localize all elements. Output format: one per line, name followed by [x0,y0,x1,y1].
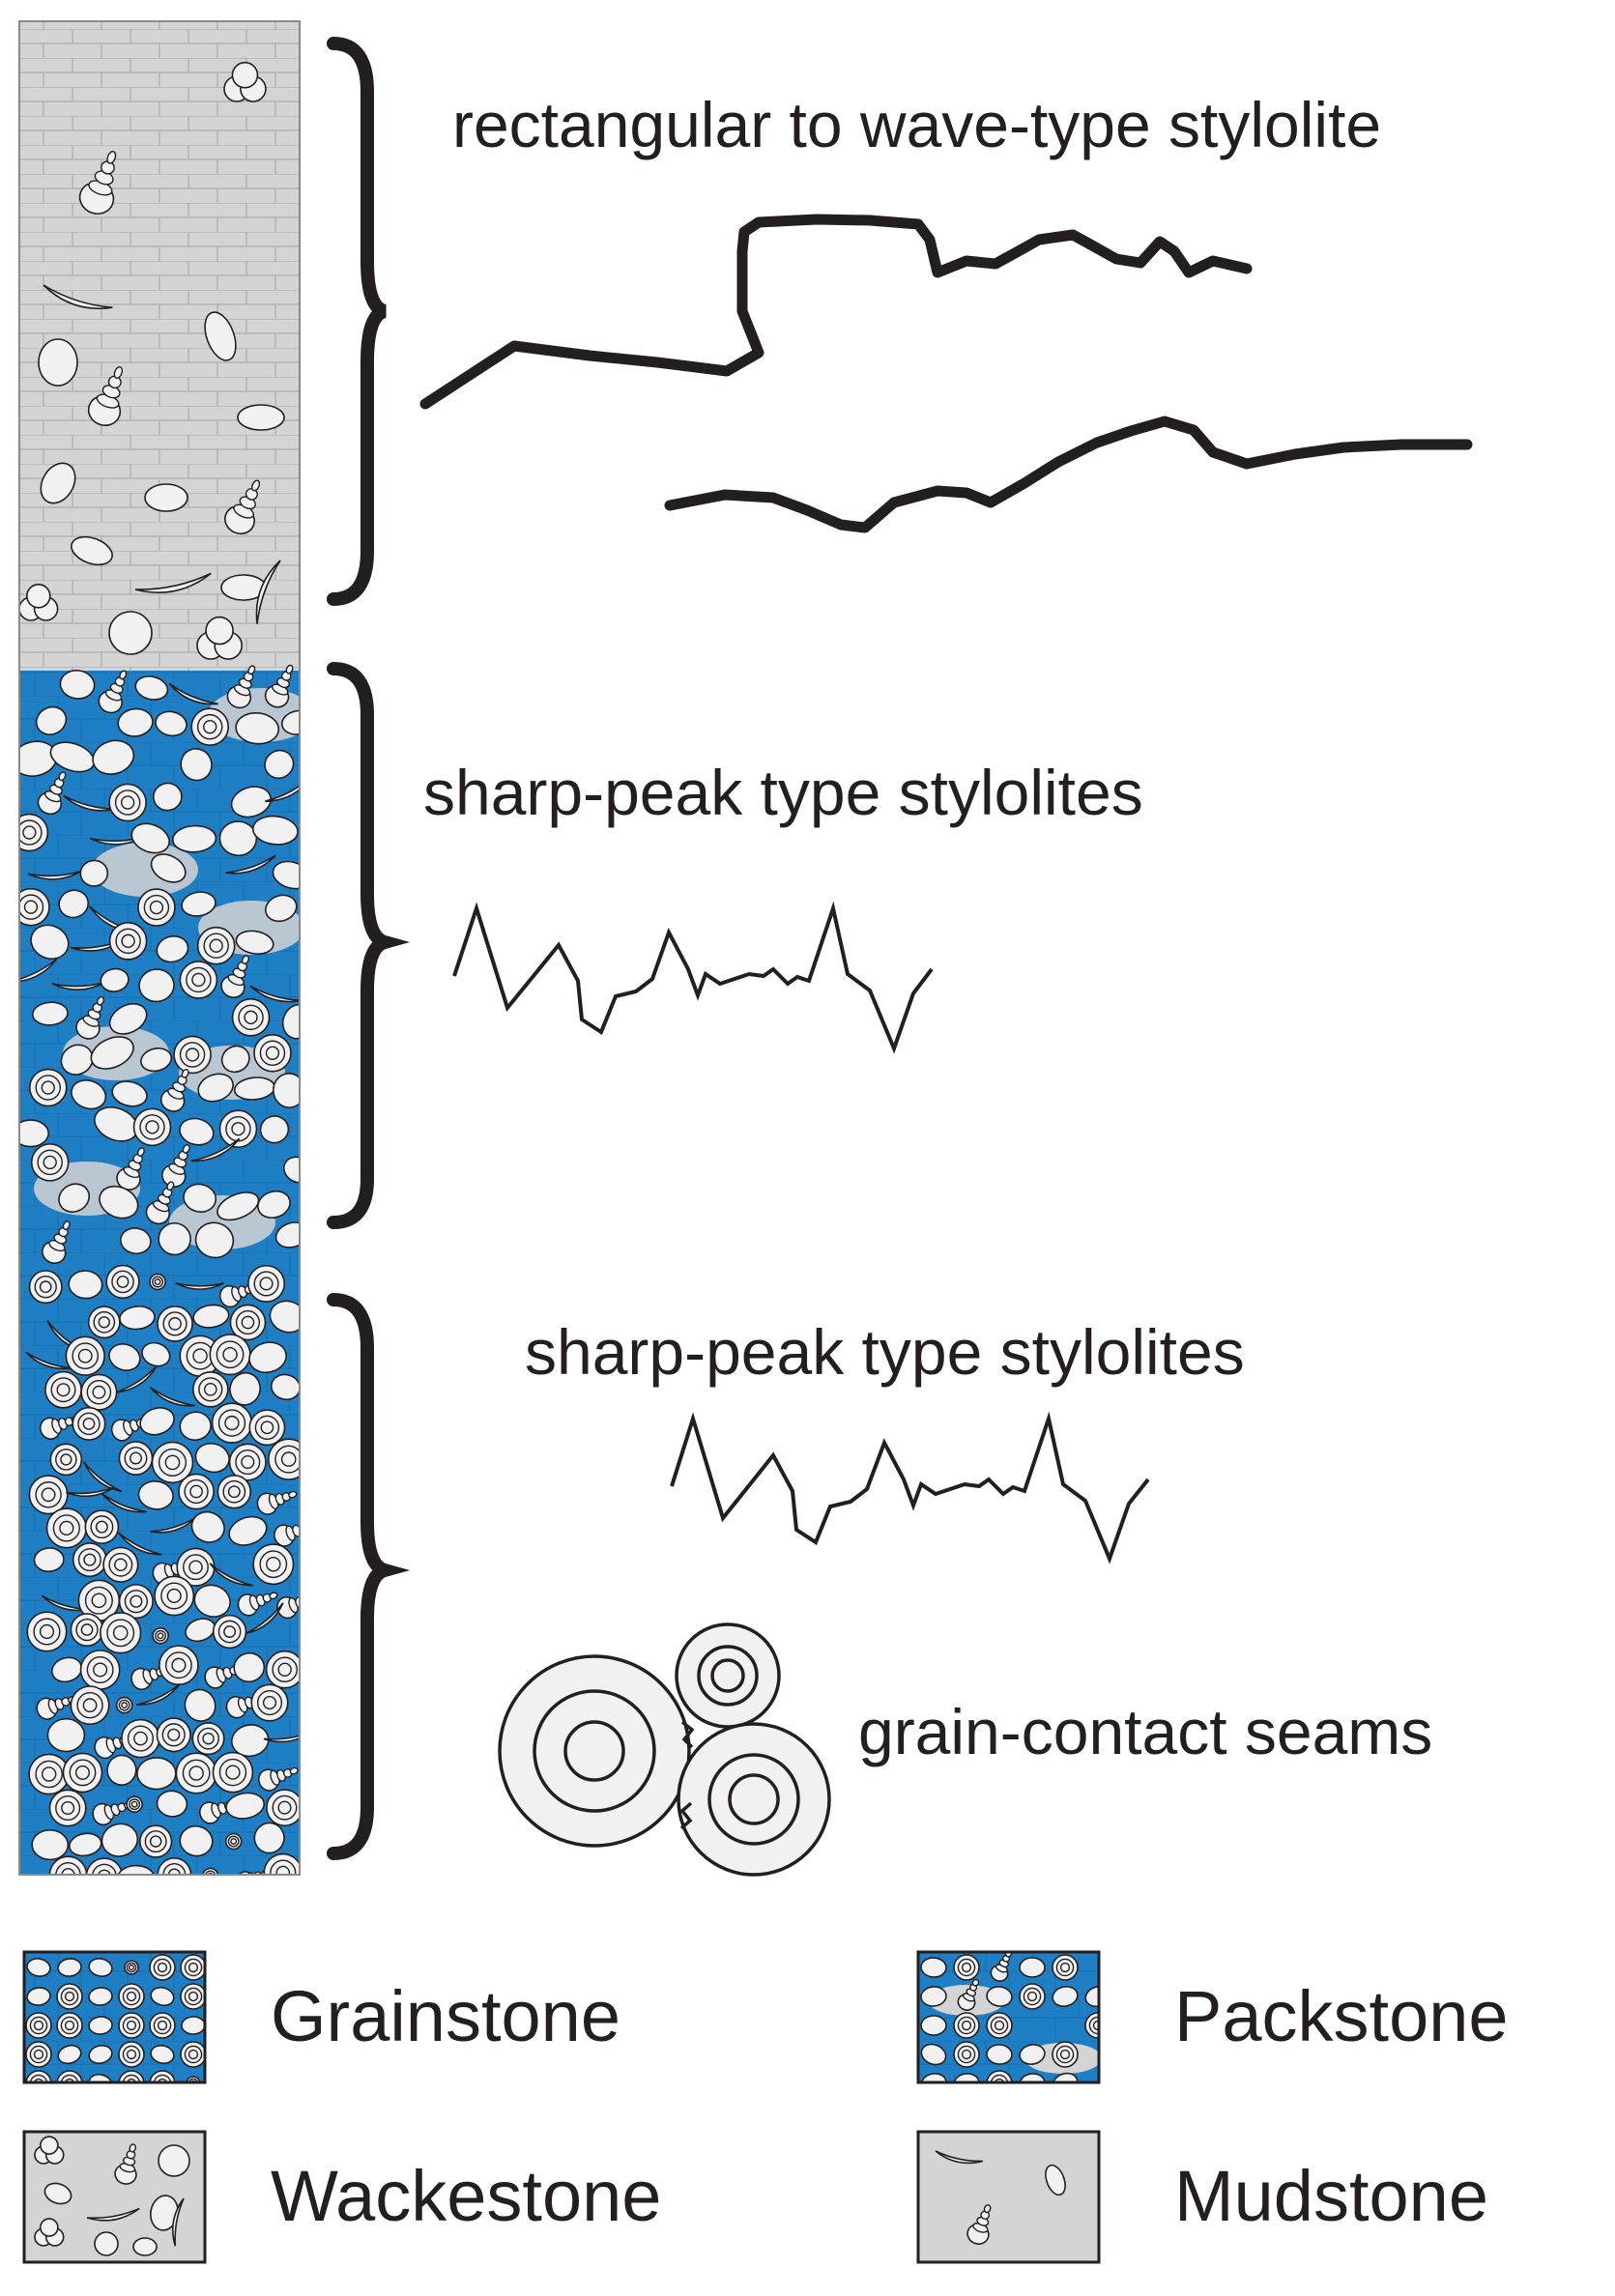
sharp-peak-stylolite-trace-1 [452,901,934,1054]
grainstone-grains [25,1264,300,1875]
legend-label-wackestone: Wackestone [271,2156,661,2236]
legend-label-mudstone: Mudstone [1174,2156,1488,2236]
legend-swatch-wackestone [22,2130,207,2264]
label-sharp-peak-stylolites-1: sharp-peak type stylolites [423,757,1143,828]
packstone-grains [19,664,300,1265]
legend-swatch-packstone [916,1950,1101,2084]
legend-label-grainstone: Grainstone [271,1976,620,2056]
grain-contact-seams-illustration [498,1622,831,1877]
wackestone-grains [19,61,285,660]
legend: Grainstone Packstone Wackestone Mudstone [22,1950,1509,2264]
label-grain-contact-seams: grain-contact seams [858,1696,1432,1767]
legend-label-packstone: Packstone [1174,1976,1509,2056]
label-sharp-peak-stylolites-2: sharp-peak type stylolites [525,1316,1245,1388]
label-rectangular-wave-stylolite: rectangular to wave-type stylolite [452,89,1381,160]
brace-1 [327,37,388,606]
rock-column [18,20,301,1876]
brace-3 [327,1293,411,1860]
sharp-peak-stylolite-trace-2 [670,1411,1150,1564]
legend-swatch-mudstone [916,2130,1101,2264]
brace-2 [327,662,411,1229]
legend-swatch-grainstone [22,1950,207,2084]
rectangular-stylolite-trace [419,214,1473,533]
